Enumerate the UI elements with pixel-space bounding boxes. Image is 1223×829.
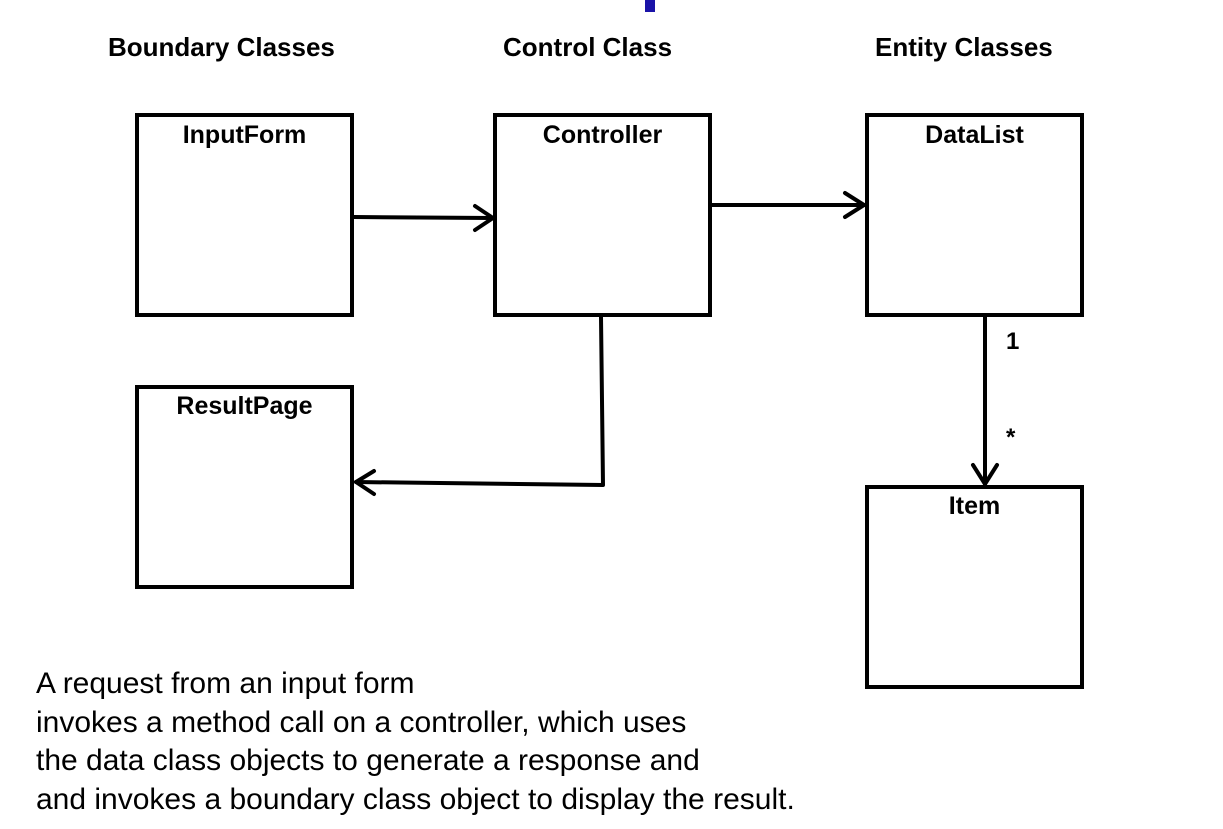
heading-boundary-classes: Boundary Classes: [108, 32, 335, 62]
class-inputform-name: InputForm: [182, 121, 307, 149]
class-inputform: InputForm: [135, 113, 354, 317]
class-resultpage: ResultPage: [135, 385, 354, 589]
class-datalist-name: DataList: [925, 121, 1024, 149]
caption-line: and invokes a boundary class object to d…: [36, 782, 795, 816]
multiplicity-many: *: [1006, 424, 1016, 451]
arrowhead-to-resultpage: [354, 469, 376, 496]
association-inputform-controller: [352, 215, 494, 220]
class-item: Item: [865, 485, 1084, 689]
class-controller-name: Controller: [542, 121, 663, 149]
arrowhead-to-datalist: [843, 191, 866, 219]
class-resultpage-name: ResultPage: [176, 392, 313, 420]
caption-line: invokes a method call on a controller, w…: [36, 705, 687, 739]
class-item-name: Item: [948, 492, 1001, 520]
heading-control-class: Control Class: [503, 32, 673, 62]
multiplicity-one: 1: [1006, 328, 1020, 355]
arrowhead-to-controller: [473, 204, 495, 232]
arrowhead-to-item: [971, 463, 999, 486]
caption-line: A request from an input form: [36, 667, 415, 700]
top-accent-bar: [645, 0, 655, 12]
association-controller-resultpage: [354, 315, 605, 487]
caption-line: the data class objects to generate a res…: [36, 744, 700, 777]
heading-entity-classes: Entity Classes: [875, 32, 1053, 62]
class-datalist: DataList: [865, 113, 1084, 317]
class-controller: Controller: [493, 113, 712, 317]
caption: A request from an input form invokes a m…: [36, 665, 795, 819]
